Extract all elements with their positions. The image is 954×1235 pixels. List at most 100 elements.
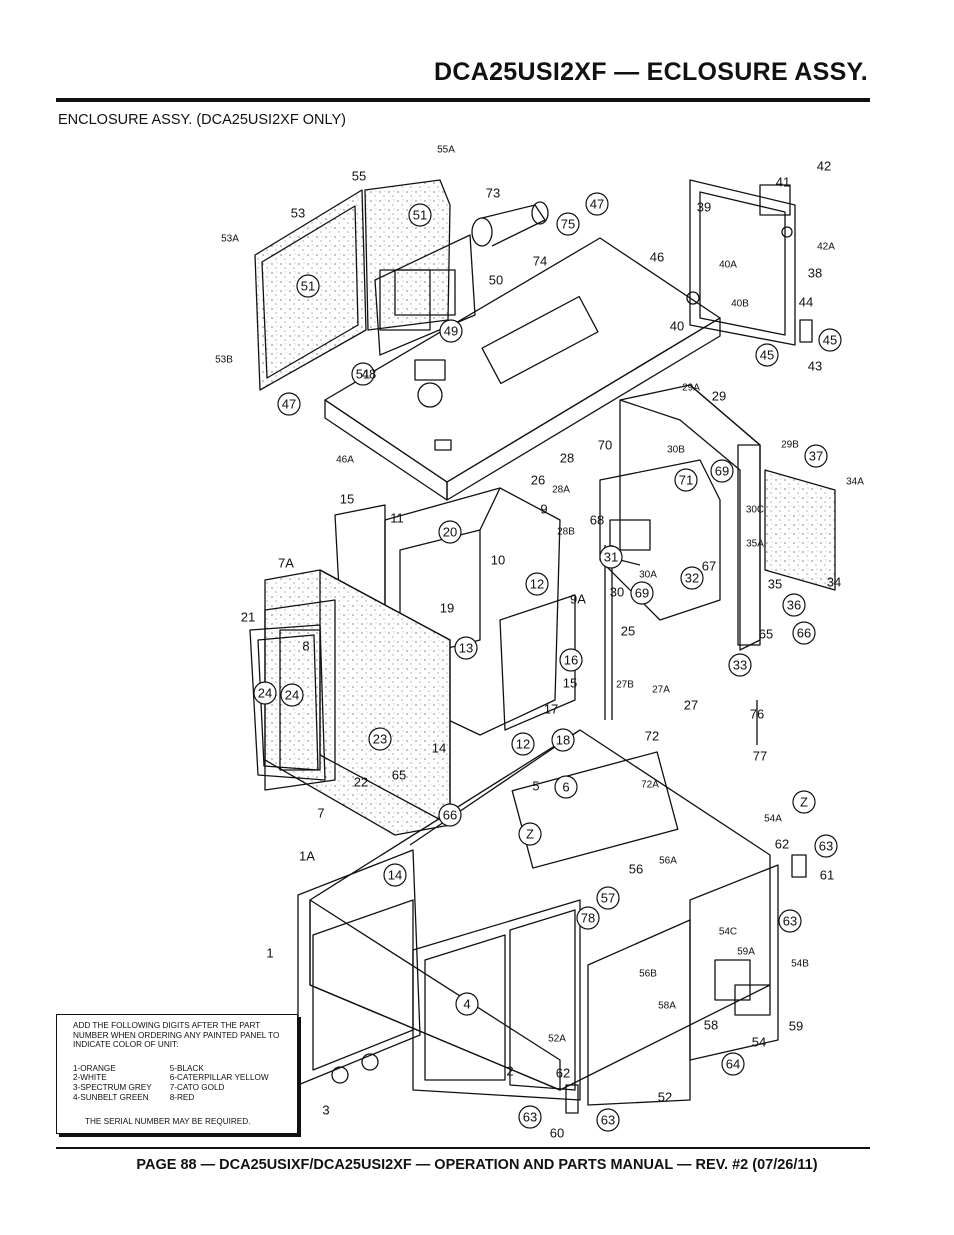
callout-42: 42: [817, 159, 831, 174]
callout-circle: [792, 621, 816, 645]
callout-label: 53B: [215, 355, 233, 366]
callout-label: 42: [817, 159, 831, 174]
callout-circle: [518, 822, 542, 846]
callout-label: 17: [544, 702, 558, 717]
callout-3: 3: [322, 1103, 329, 1118]
color-list-right: 5-BLACK 6-CATERPILLAR YELLOW 7-CATO GOLD…: [170, 1064, 269, 1102]
enclosure-side-2: [412, 899, 581, 1101]
color-list-left: 1-ORANGE 2-WHITE 3-SPECTRUM GREY 4-SUNBE…: [73, 1064, 152, 1102]
callout-label: 66: [797, 626, 811, 641]
latch-44: [799, 319, 813, 343]
callout-label: 72: [645, 729, 659, 744]
callout-label: 47: [282, 397, 296, 412]
callout-label: 2: [506, 1064, 513, 1079]
callout-60: 60: [550, 1126, 564, 1141]
callout-52a: 52A: [548, 1034, 566, 1045]
callout-label: 30A: [639, 570, 657, 581]
callout-label: 63: [601, 1113, 615, 1128]
callout-label: 52: [658, 1090, 672, 1105]
callout-label: 56B: [639, 969, 657, 980]
callout-8: 8: [302, 639, 309, 654]
callout-label: 44: [799, 295, 813, 310]
callout-label: 75: [561, 217, 575, 232]
callout-label: 37: [809, 449, 823, 464]
callout-label: 21: [241, 610, 255, 625]
callout-label: 71: [679, 473, 693, 488]
callout-31: 31: [599, 545, 623, 569]
color-code-note: ADD THE FOLLOWING DIGITS AFTER THE PART …: [56, 1014, 298, 1134]
callout-27a: 27A: [652, 685, 670, 696]
callout-54b: 54B: [791, 959, 809, 970]
callout-71: 71: [674, 468, 698, 492]
callout-46: 46: [650, 250, 664, 265]
callout-circle: [253, 681, 277, 705]
callout-45: 45: [818, 328, 842, 352]
callout-label: 14: [432, 741, 446, 756]
callout-53: 53: [291, 206, 305, 221]
callout-label: 46A: [336, 455, 354, 466]
door-panel-24: [249, 624, 326, 781]
callout-label: 9: [540, 502, 547, 517]
callout-label: 45: [760, 348, 774, 363]
callout-30: 30: [610, 585, 624, 600]
callout-label: 58A: [658, 1001, 676, 1012]
callout-label: 72A: [641, 780, 659, 791]
callout-6: 6: [554, 775, 578, 799]
callout-label: 27B: [616, 680, 634, 691]
callout-33: 33: [728, 653, 752, 677]
callout-53b: 53B: [215, 355, 233, 366]
callout-label: 51: [301, 279, 315, 294]
serial-note: THE SERIAL NUMBER MAY BE REQUIRED.: [85, 1117, 251, 1127]
callout-29a: 29A: [682, 383, 700, 394]
callout-label: 6: [562, 780, 569, 795]
callout-9a: 9A: [570, 592, 586, 607]
callout-circle: [351, 362, 375, 386]
callout-1a: 1A: [299, 849, 315, 864]
callout-13: 13: [454, 636, 478, 660]
callout-label: 18: [556, 733, 570, 748]
callout-label: 73: [486, 186, 500, 201]
callout-34a: 34A: [846, 477, 864, 488]
callout-label: 61: [820, 868, 834, 883]
callout-48: 48: [362, 367, 376, 382]
callout-15: 15: [340, 492, 354, 507]
callout-55a: 55A: [437, 145, 455, 156]
callout-label: 34A: [846, 477, 864, 488]
callout-label: 47: [590, 197, 604, 212]
callout-12: 12: [525, 572, 549, 596]
callout-circle: [383, 863, 407, 887]
callout-label: 13: [459, 641, 473, 656]
note-intro: ADD THE FOLLOWING DIGITS AFTER THE PART …: [73, 1021, 280, 1050]
callout-label: 49: [444, 324, 458, 339]
callout-label: 54A: [764, 814, 782, 825]
callout-20: 20: [438, 520, 462, 544]
side-panel-34A: [764, 469, 836, 591]
callout-76: 76: [750, 707, 764, 722]
callout-label: 68: [590, 513, 604, 528]
callout-9: 9: [540, 502, 547, 517]
callout-74: 74: [533, 254, 547, 269]
callout-45: 45: [755, 343, 779, 367]
callout-label: Z: [800, 795, 808, 810]
callout-label: 46: [650, 250, 664, 265]
callout-label: 67: [702, 559, 716, 574]
grommet-42A: [781, 226, 793, 238]
callout-34: 34: [827, 575, 841, 590]
callout-label: 5: [532, 779, 539, 794]
callout-label: 20: [443, 525, 457, 540]
callout-35a: 35A: [746, 539, 764, 550]
door-panel-52: [587, 919, 691, 1106]
callout-14: 14: [383, 863, 407, 887]
callout-label: 3: [322, 1103, 329, 1118]
callout-label: 62: [775, 837, 789, 852]
callout-11: 11: [390, 511, 404, 526]
callout-72: 72: [645, 729, 659, 744]
callout-label: 70: [598, 438, 612, 453]
callout-36: 36: [782, 593, 806, 617]
callout-51: 51: [296, 274, 320, 298]
callout-58: 58: [704, 1018, 718, 1033]
callout-label: 69: [715, 464, 729, 479]
callout-label: 29A: [682, 383, 700, 394]
callout-label: 76: [750, 707, 764, 722]
